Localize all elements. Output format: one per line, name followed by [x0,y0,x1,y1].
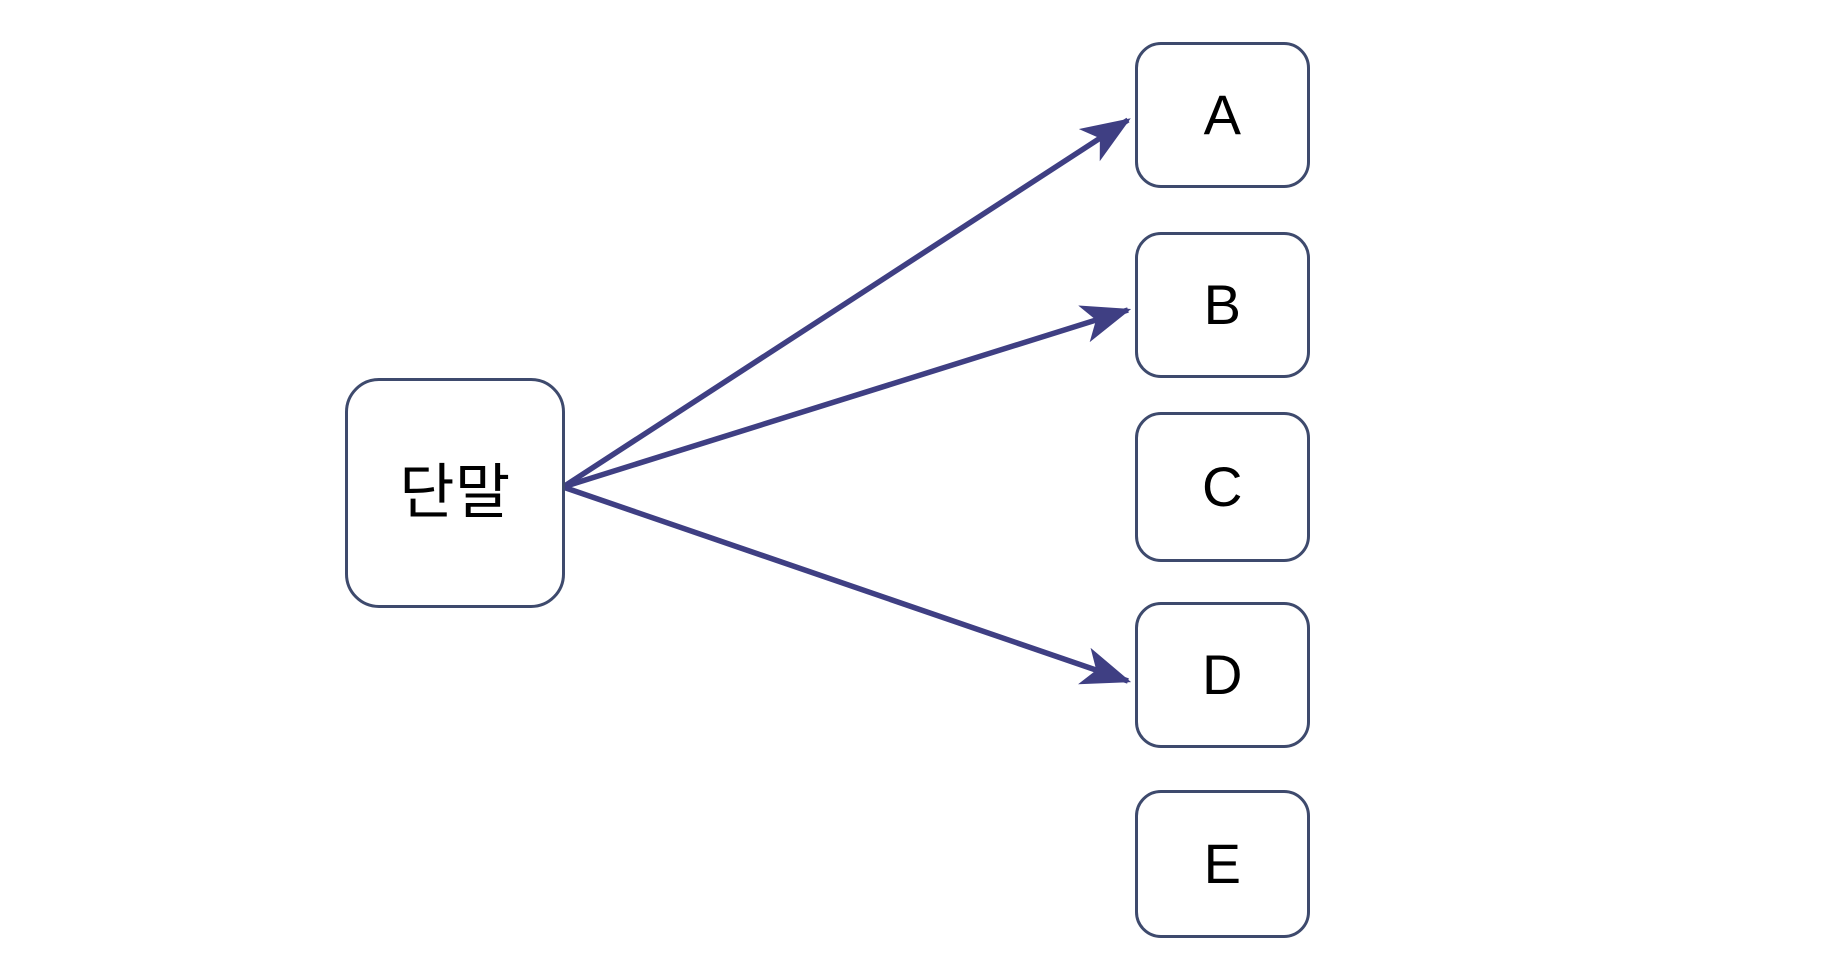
node-a-label: A [1203,83,1242,146]
node-c[interactable]: C [1135,412,1310,562]
node-e-label: E [1203,832,1242,895]
node-d[interactable]: D [1135,602,1310,748]
node-a[interactable]: A [1135,42,1310,188]
node-d-label: D [1202,643,1243,706]
node-terminal-label: 단말 [399,458,511,528]
node-b-label: B [1203,273,1242,336]
edge-terminal-a [561,117,1131,490]
node-e[interactable]: E [1135,790,1310,938]
edge-terminal-b [562,305,1132,490]
node-b[interactable]: B [1135,232,1310,378]
node-c-label: C [1202,455,1243,518]
node-terminal[interactable]: 단말 [345,378,565,608]
edge-terminal-d [562,484,1132,685]
